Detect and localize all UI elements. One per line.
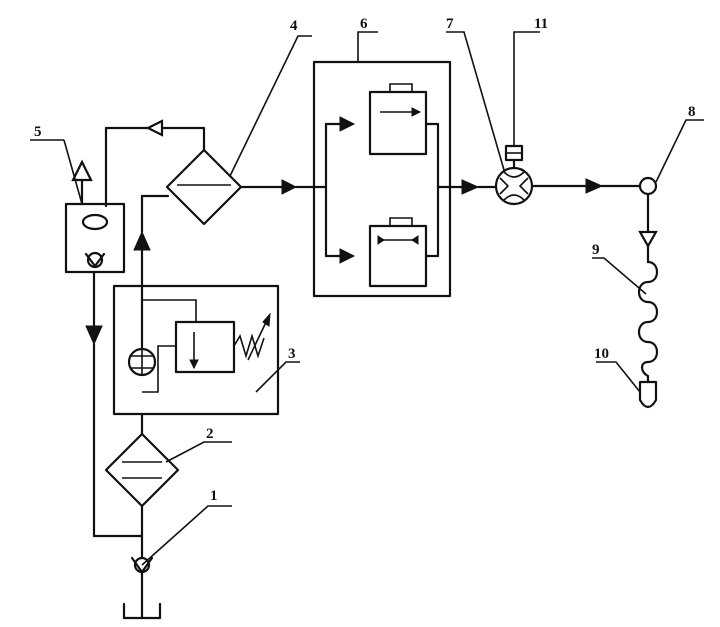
- label-6: 6: [360, 16, 368, 32]
- label-7: 7: [446, 16, 454, 32]
- label-5: 5: [34, 124, 42, 140]
- gauge-11: [504, 144, 524, 170]
- label-4: 4: [290, 18, 298, 34]
- filter-2: [104, 432, 180, 508]
- flow-arrow-down-right: [638, 230, 658, 249]
- label-3: 3: [288, 346, 296, 362]
- filter-4: [165, 148, 243, 226]
- label-1: 1: [210, 488, 218, 504]
- flow-arrow-down: [85, 325, 103, 346]
- label-8: 8: [688, 104, 696, 120]
- label-2: 2: [206, 426, 214, 442]
- label-11: 11: [534, 16, 548, 32]
- label-10: 10: [594, 346, 609, 362]
- dual-valve-block-6: [312, 60, 452, 298]
- flow-arrow-up: [133, 230, 151, 251]
- junction-8: [638, 176, 658, 196]
- valve-block-5: [64, 159, 126, 274]
- nozzle-10: [638, 380, 658, 409]
- leader-lines: [30, 31, 704, 566]
- flow-arrow-left: [145, 119, 164, 137]
- hose-coil-9: [637, 260, 659, 384]
- check-valve-1: [130, 556, 154, 620]
- pump-unit-3: [112, 284, 280, 416]
- rotary-valve-7: [494, 166, 534, 206]
- label-9: 9: [592, 242, 600, 258]
